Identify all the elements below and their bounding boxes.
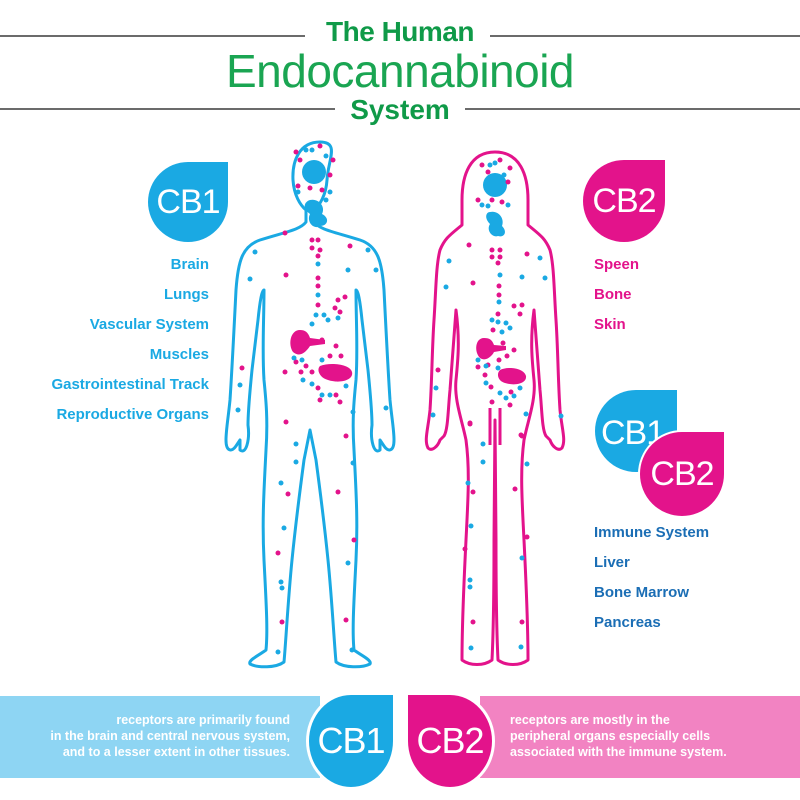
both-organ-item: Pancreas	[594, 614, 661, 631]
cb1-organ-item: Vascular System	[89, 316, 209, 333]
title-rule-bottom-right	[465, 108, 800, 110]
cb2-footer-badge-label: CB2	[416, 720, 484, 761]
cb2-footer-bar: receptors are mostly in the peripheral o…	[480, 696, 800, 778]
cb1-organ-item: Brain	[170, 256, 209, 273]
cb1-footer-bar: receptors are primarily found in the bra…	[0, 696, 320, 778]
cb2-footer-text-line: associated with the immune system.	[510, 745, 727, 759]
cb1-organ-item: Lungs	[164, 286, 209, 303]
male-figure	[224, 140, 396, 669]
cb2-footer-badge: CB2	[405, 692, 495, 790]
cb2-organ-list: Speen Bone Skin	[594, 250, 639, 340]
both-cb2-badge: CB2	[638, 430, 726, 518]
cb2-footer-text-line: receptors are mostly in the	[510, 713, 670, 727]
both-organ-item: Bone Marrow	[594, 584, 690, 601]
cb2-organ-item: Speen	[594, 256, 640, 273]
both-cb1-badge: CB1	[595, 390, 677, 472]
title-line-3: System	[350, 94, 450, 125]
cb2-organ-item: Bone	[594, 286, 632, 303]
title-rule-top-right	[490, 35, 800, 37]
cb1-organ-item: Reproductive Organs	[56, 406, 209, 423]
title-line-2: Endocannabinoid	[225, 45, 575, 97]
cb1-badge-label: CB1	[156, 182, 220, 221]
cb1-footer-text-line: receptors are primarily found	[116, 713, 290, 727]
cb1-badge: CB1	[148, 162, 228, 242]
cb2-organ-item: Skin	[594, 316, 626, 333]
cb2-footer-text-line: peripheral organs especially cells	[510, 729, 711, 743]
cb1-organ-item: Muscles	[149, 346, 209, 363]
both-organ-list: Immune System Liver Bone Marrow Pancreas	[594, 518, 709, 638]
title-rule-bottom-left	[0, 108, 335, 110]
both-organ-item: Liver	[594, 554, 630, 571]
female-figure	[424, 150, 566, 666]
cb1-organ-item: Gastrointestinal Track	[51, 376, 209, 393]
cb2-badge-label: CB2	[592, 181, 656, 220]
title-rule-top-left	[0, 35, 305, 37]
cb1-organ-list: Brain Lungs Vascular System Muscles Gast…	[51, 250, 209, 430]
both-organ-item: Immune System	[594, 524, 710, 541]
both-cb2-badge-label: CB2	[650, 454, 714, 493]
cb1-footer-text-line: in the brain and central nervous system,	[50, 729, 290, 743]
cb1-footer-badge-label: CB1	[317, 720, 385, 761]
cb1-footer-badge: CB1	[306, 692, 396, 790]
title-line-1: The Human	[326, 16, 474, 47]
cb2-badge: CB2	[583, 160, 665, 242]
cb1-footer-text-line: and to a lesser extent in other tissues.	[62, 745, 290, 759]
